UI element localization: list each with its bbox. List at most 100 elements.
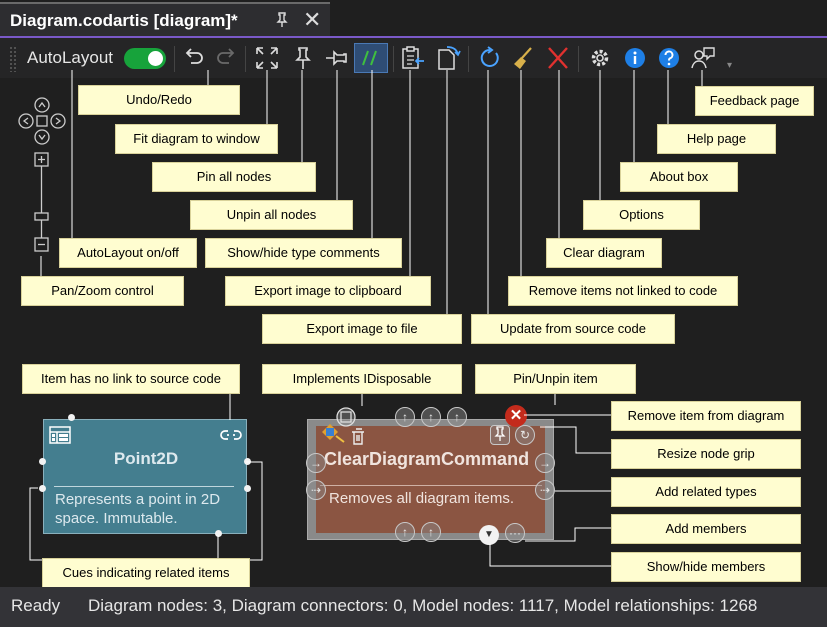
close-icon[interactable]: ✕ <box>303 7 322 32</box>
status-ready: Ready <box>11 596 61 615</box>
unpin-all-button[interactable] <box>324 44 350 72</box>
callout-feedback: Feedback page <box>695 86 814 116</box>
feedback-button[interactable] <box>690 44 716 72</box>
update-from-source-button[interactable] <box>476 44 502 72</box>
broken-link-icon <box>220 430 242 440</box>
related-items-cue <box>244 458 251 465</box>
add-related-arrow-right[interactable]: → <box>535 453 555 473</box>
pin-all-button[interactable] <box>290 44 316 72</box>
toolbar-separator <box>393 46 394 72</box>
toolbar-grip-icon[interactable] <box>9 46 17 72</box>
unpin-all-icon <box>326 50 347 66</box>
callout-remove-item: Remove item from diagram <box>611 401 801 431</box>
callout-autolayout: AutoLayout on/off <box>59 238 197 268</box>
toolbar-separator <box>174 46 175 72</box>
related-items-cue <box>39 458 46 465</box>
about-button[interactable] <box>622 44 648 72</box>
document-tab[interactable]: Diagram.codartis [diagram]* ✕ <box>0 2 330 36</box>
add-related-arrow-down[interactable]: ↑ <box>421 522 441 542</box>
add-related-arrow-up[interactable]: ↑ <box>421 407 441 427</box>
type-comments-button[interactable] <box>354 43 388 73</box>
callout-export-file: Export image to file <box>262 314 462 344</box>
pin-item-button[interactable] <box>490 425 510 445</box>
redo-icon <box>217 48 235 64</box>
toolbar-separator <box>245 46 246 72</box>
undo-button[interactable] <box>180 44 206 72</box>
callout-no-link: Item has no link to source code <box>22 364 240 394</box>
callout-type-comments: Show/hide type comments <box>205 238 402 268</box>
callout-undo-redo: Undo/Redo <box>78 85 240 115</box>
node-divider <box>320 485 542 486</box>
clear-diagram-button[interactable] <box>545 44 571 72</box>
node-divider <box>54 486 234 487</box>
callout-pin-all: Pin all nodes <box>152 162 316 192</box>
refresh-icon <box>480 46 499 67</box>
help-button[interactable] <box>656 44 682 72</box>
info-icon <box>625 48 645 68</box>
remove-item-button[interactable]: ✕ <box>505 405 527 427</box>
callout-remove-unlinked: Remove items not linked to code <box>508 276 738 306</box>
help-icon <box>659 48 679 68</box>
feedback-icon <box>691 47 715 69</box>
clipboard-icon <box>402 46 424 69</box>
callout-show-hide-members: Show/hide members <box>611 552 801 582</box>
export-clipboard-button[interactable] <box>400 44 426 72</box>
status-bar: Ready Diagram nodes: 3, Diagram connecto… <box>0 587 827 627</box>
status-statistics: Diagram nodes: 3, Diagram connectors: 0,… <box>88 596 758 615</box>
add-related-arrow-left[interactable]: → <box>306 453 326 473</box>
fit-to-window-button[interactable] <box>254 44 280 72</box>
options-button[interactable] <box>587 44 613 72</box>
callout-idisposable: Implements IDisposable <box>262 364 462 394</box>
class-type-icon <box>49 426 71 444</box>
fit-to-window-icon <box>256 47 278 69</box>
related-items-cue <box>68 414 75 421</box>
tab-accent-line <box>0 36 827 38</box>
callout-add-members: Add members <box>611 514 801 544</box>
pan-zoom-control[interactable] <box>14 96 70 256</box>
interface-marker-icon <box>336 407 356 427</box>
callout-pin-unpin: Pin/Unpin item <box>475 364 636 394</box>
node-name: ClearDiagramCommand <box>324 449 530 469</box>
autolayout-toggle[interactable] <box>124 48 166 69</box>
add-related-arrow-right[interactable]: ⇢ <box>535 480 555 500</box>
remove-unlinked-button[interactable] <box>510 44 536 72</box>
callout-export-clipboard: Export image to clipboard <box>225 276 431 306</box>
add-members-button[interactable]: ··· <box>505 523 525 543</box>
comment-slashes-icon <box>362 50 377 66</box>
export-file-button[interactable] <box>435 44 461 72</box>
resize-grip-button[interactable]: ↻ <box>515 425 535 445</box>
add-related-arrow-up[interactable]: ↑ <box>395 407 415 427</box>
pin-icon[interactable] <box>276 12 288 31</box>
callout-update-source: Update from source code <box>471 314 675 344</box>
related-items-cue <box>39 485 46 492</box>
diagram-node-point2d[interactable]: Point2D Represents a point in 2D space. … <box>43 419 247 534</box>
callout-related-cues: Cues indicating related items <box>42 558 250 588</box>
related-items-cue <box>244 485 251 492</box>
toolbar-separator <box>468 46 469 72</box>
node-name: Point2D <box>113 449 179 468</box>
add-related-arrow-down[interactable]: ↑ <box>395 522 415 542</box>
autolayout-label: AutoLayout <box>27 48 114 67</box>
add-related-arrow-left[interactable]: ⇢ <box>306 480 326 500</box>
tab-strip: Diagram.codartis [diagram]* ✕ <box>0 0 827 36</box>
node-description: Removes all diagram items. <box>329 490 515 507</box>
show-hide-members-button[interactable]: ▼ <box>479 525 499 545</box>
diagram-toolbar: AutoLayout <box>0 38 827 78</box>
callout-clear-diagram: Clear diagram <box>546 238 662 268</box>
node-description: Represents a point in 2D space. Immutabl… <box>55 491 221 527</box>
idisposable-icon <box>322 424 364 445</box>
pin-all-icon <box>295 47 311 69</box>
undo-icon <box>185 48 203 64</box>
toolbar-overflow-icon[interactable]: ▾ <box>727 60 733 71</box>
document-tab-title: Diagram.codartis [diagram]* <box>10 11 238 30</box>
broom-icon <box>514 47 532 69</box>
callout-resize-grip: Resize node grip <box>611 439 801 469</box>
redo-button[interactable] <box>214 44 240 72</box>
callout-options: Options <box>583 200 700 230</box>
export-file-icon <box>438 46 461 70</box>
callout-pan-zoom: Pan/Zoom control <box>21 276 184 306</box>
pin-icon <box>494 426 506 441</box>
gear-icon <box>591 49 609 67</box>
add-related-arrow-up[interactable]: ↑ <box>447 407 467 427</box>
callout-fit-diagram: Fit diagram to window <box>115 124 278 154</box>
